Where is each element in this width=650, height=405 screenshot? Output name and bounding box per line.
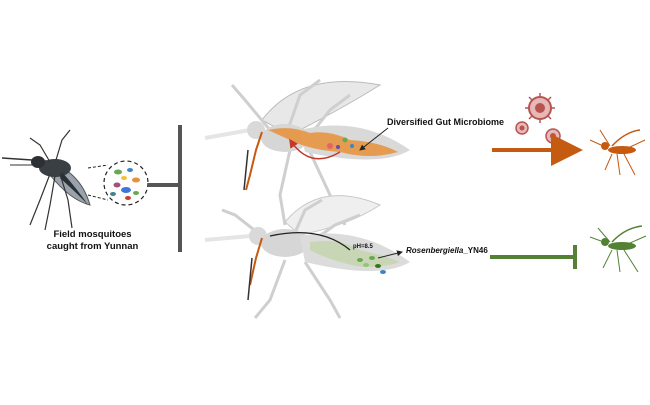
inhibition-arrow bbox=[490, 245, 577, 269]
infected-mosquito-icon bbox=[589, 129, 646, 176]
protected-mosquito-icon bbox=[589, 225, 647, 273]
rosenbergiella-cluster-icon bbox=[357, 256, 386, 274]
ph-label: pH=8.5 bbox=[353, 244, 373, 250]
field-mosquito-icon bbox=[1, 129, 91, 231]
microbiome-inset bbox=[87, 160, 149, 206]
bracket bbox=[148, 125, 182, 252]
rosenbergiella-suffix: _YN46 bbox=[463, 246, 488, 255]
virus-particle-icon bbox=[515, 93, 561, 144]
rosenbergiella-label: Rosenbergiella_YN46 bbox=[406, 246, 488, 255]
field-mosquitoes-label-line1: Field mosquitoes bbox=[53, 229, 132, 240]
bottom-mosquito-illustration bbox=[204, 195, 410, 319]
gut-microbiome-label: Diversified Gut Microbiome bbox=[387, 117, 505, 127]
bacteria-cluster-icon bbox=[110, 168, 140, 200]
field-mosquitoes-label-line2: caught from Yunnan bbox=[46, 241, 139, 252]
rosenbergiella-italic: Rosenbergiella bbox=[406, 246, 464, 255]
